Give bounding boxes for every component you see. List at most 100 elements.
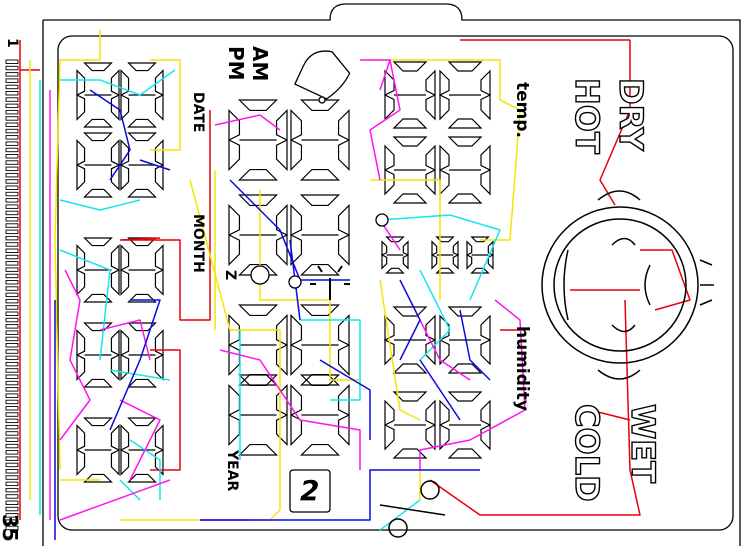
- hot-label: HOT: [567, 77, 606, 154]
- seven-segment-digit: [120, 132, 164, 198]
- connector-pin: [5, 103, 19, 109]
- connector-pin: [5, 191, 19, 197]
- temp-label: temp.: [512, 82, 532, 138]
- connector-pin: [5, 217, 19, 222]
- connector-pin: [5, 494, 19, 499]
- digit-mark-box: [289, 469, 331, 513]
- connector-pin: [5, 78, 19, 83]
- connector-pin: [5, 160, 19, 165]
- connector-pin: [5, 368, 19, 373]
- connector-pin: [5, 280, 19, 285]
- connector-pin: [5, 374, 19, 379]
- seven-segment-digit: [76, 417, 120, 483]
- signal-icon: [310, 265, 350, 300]
- connector-pin: [5, 128, 19, 134]
- percent-icon: [379, 480, 446, 538]
- trace-blue: [54, 89, 491, 540]
- connector-pin: [5, 166, 19, 172]
- connector-pin: [5, 469, 19, 474]
- seven-segment-digit: [439, 391, 491, 459]
- pin-label-first: 1: [4, 38, 20, 48]
- bell-icon: [294, 50, 351, 104]
- seven-segment-digit: [290, 194, 350, 276]
- connector-pin: [5, 210, 19, 216]
- connector-pin: [5, 267, 19, 272]
- connector-pin: [5, 431, 19, 436]
- connector-pin: [5, 305, 19, 310]
- seven-segment-digit: [76, 132, 120, 198]
- seven-segment-digit: [384, 61, 436, 129]
- z-label: Z: [222, 270, 238, 281]
- connector-pin: [5, 242, 19, 247]
- seven-segment-digits: [76, 61, 494, 483]
- connector-pin: [5, 122, 19, 127]
- connector-pin: [5, 450, 19, 455]
- trace-magenta: [49, 59, 526, 521]
- connector-pin: [5, 343, 19, 348]
- wet-label: WET: [623, 403, 662, 483]
- connector-pin: [5, 380, 19, 386]
- lcd-panel-outline: [42, 3, 741, 546]
- connector-pin: [5, 330, 19, 335]
- seven-segment-digit: [228, 99, 288, 181]
- connector-pin: [5, 324, 19, 329]
- connector-pin: [5, 91, 19, 96]
- seven-segment-digit: [431, 236, 459, 274]
- seven-segment-digit: [76, 62, 120, 128]
- connector-pin: [5, 198, 19, 203]
- connector-pin: [5, 437, 19, 442]
- connector-pin: [5, 462, 19, 468]
- wiring-traces: [19, 30, 691, 540]
- connector-pin: [5, 298, 19, 304]
- month-label: MONTH: [190, 214, 206, 273]
- connector-pin: [5, 185, 19, 190]
- connector-pin: [5, 412, 19, 417]
- connector-pin: [5, 399, 19, 405]
- connector-pin: [5, 406, 19, 411]
- connector-pin: [5, 204, 19, 209]
- connector-pin: [5, 72, 19, 77]
- seven-segment-digit: [120, 417, 164, 483]
- connector-pin: [5, 248, 19, 253]
- connector-pin: [5, 513, 19, 518]
- connector-pin: [5, 286, 19, 291]
- seven-segment-digit: [384, 136, 436, 204]
- connector-pin: [5, 235, 19, 241]
- connector-pin: [5, 229, 19, 235]
- am-label: AM: [248, 46, 272, 82]
- connector-pin: [5, 273, 19, 279]
- connector-pin: [5, 443, 19, 449]
- connector-pin: [5, 147, 19, 153]
- digit-mark-label: 2: [300, 474, 320, 507]
- pin-label-last: 35: [0, 514, 22, 542]
- seven-segment-digit: [76, 322, 120, 388]
- seven-segment-digit: [76, 237, 120, 303]
- connector-pin: [5, 500, 19, 505]
- connector-pin: [5, 475, 19, 480]
- connector-pin: [5, 487, 19, 493]
- trace-cyan: [39, 69, 501, 531]
- seven-segment-digit: [381, 236, 409, 274]
- connector-pin: [5, 424, 19, 430]
- seven-segment-digit: [228, 304, 288, 386]
- cold-label: COLD: [567, 403, 606, 502]
- connector-pin: [5, 506, 19, 512]
- connector-pin: [5, 311, 19, 316]
- connector-pin: [5, 154, 19, 159]
- connector-pin: [5, 141, 19, 146]
- connector-pin: [5, 349, 19, 354]
- connector-pin: [5, 172, 19, 178]
- connector-pin: [5, 361, 19, 367]
- connector-pins: [5, 59, 19, 531]
- seven-segment-digit: [439, 61, 491, 129]
- seven-segment-digit: [439, 306, 491, 374]
- seven-segment-digit: [290, 374, 350, 456]
- connector-pin: [5, 387, 19, 392]
- face-icon: [541, 190, 714, 380]
- connector-pin: [5, 135, 19, 140]
- humidity-label: humidity: [512, 326, 532, 411]
- connector-pin: [5, 525, 19, 531]
- pm-label: PM: [224, 46, 248, 81]
- alarm-dot-icon: [250, 213, 389, 289]
